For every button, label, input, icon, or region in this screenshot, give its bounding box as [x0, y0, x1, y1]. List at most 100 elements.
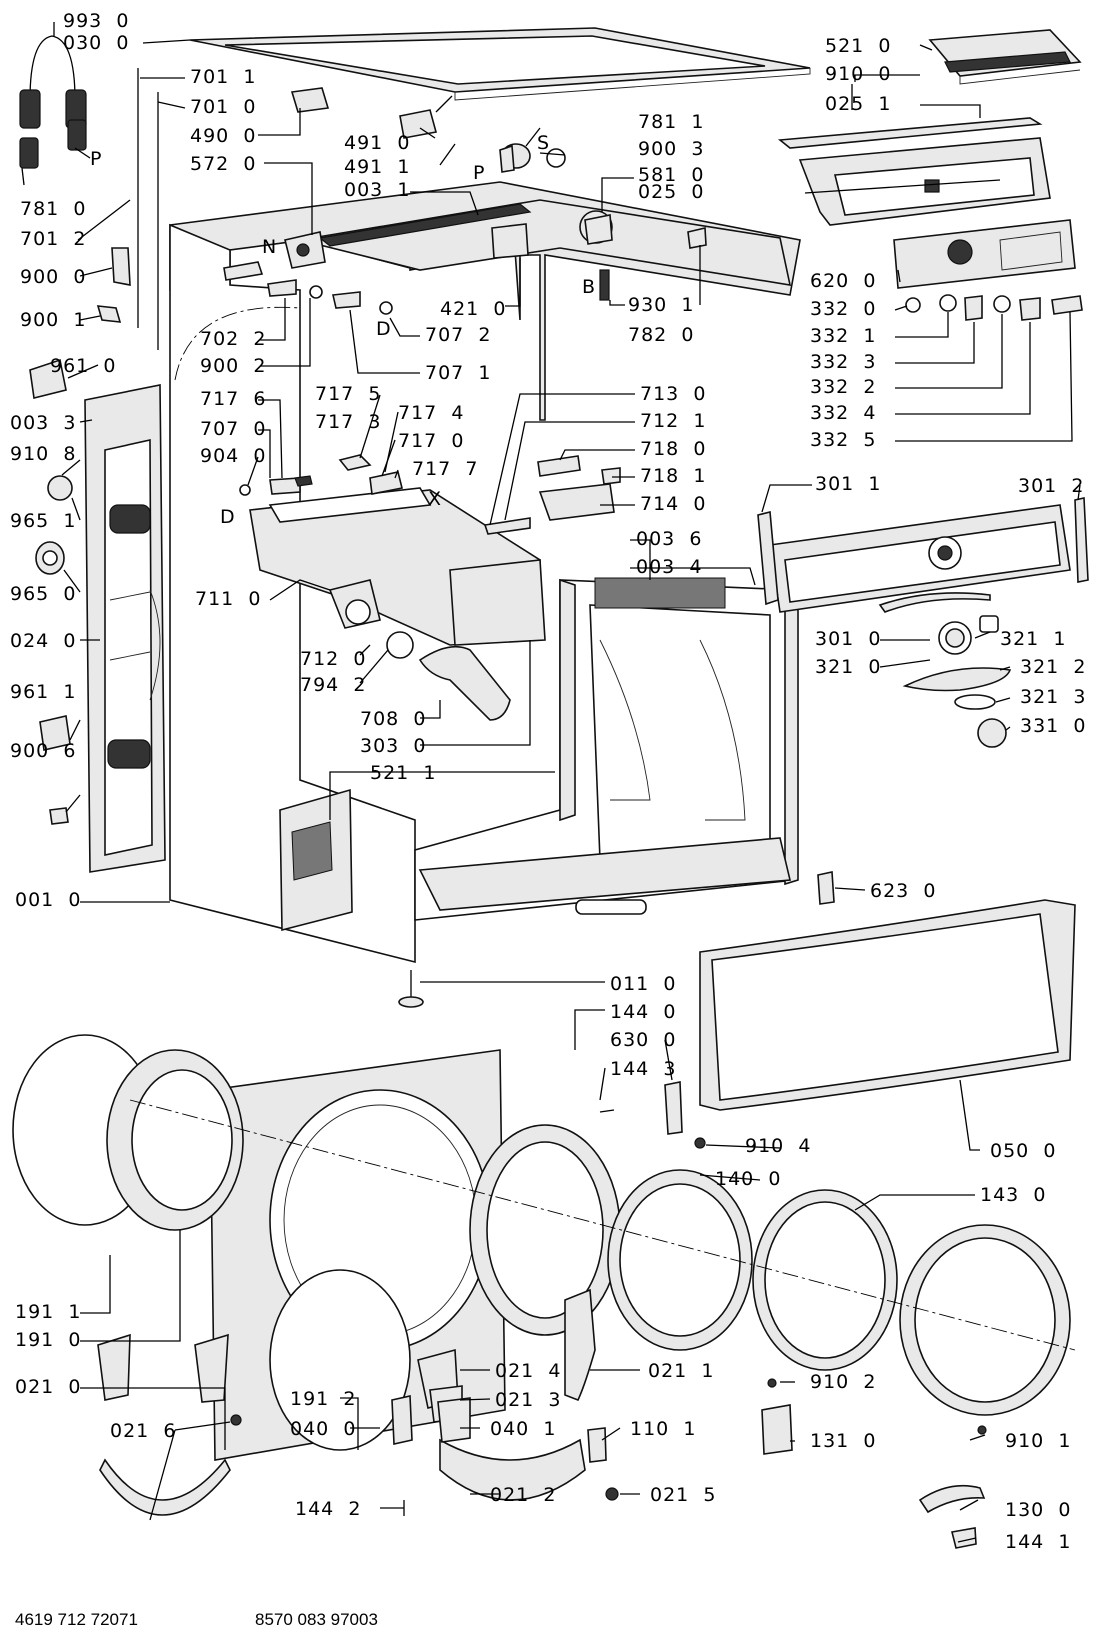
part-label-021-0: 021 0 — [15, 1376, 82, 1398]
part-label-712-1: 712 1 — [640, 410, 707, 432]
part-label-900-0: 900 0 — [20, 266, 87, 288]
part-label-021-2: 021 2 — [490, 1484, 557, 1506]
part-label-714-0: 714 0 — [640, 493, 707, 515]
part-label-332-5: 332 5 — [810, 429, 877, 451]
part-label-904-0: 904 0 — [200, 445, 267, 467]
part-label-332-3: 332 3 — [810, 351, 877, 373]
mesh-003-6 — [594, 577, 726, 609]
part-label-910-4: 910 4 — [745, 1135, 812, 1157]
part-label-021-6: 021 6 — [110, 1420, 177, 1442]
part-label-040-0: 040 0 — [290, 1418, 357, 1440]
part-label-521-0: 521 0 — [825, 35, 892, 57]
part-label-910-8: 910 8 — [10, 443, 77, 465]
part-label-040-1: 040 1 — [490, 1418, 557, 1440]
board-620 — [893, 219, 1076, 289]
bracket-930 — [687, 227, 707, 249]
part-label-n: N — [262, 236, 278, 258]
part-label-321-0: 321 0 — [815, 656, 882, 678]
part-label-025-1: 025 1 — [825, 93, 892, 115]
part-label-623-0: 623 0 — [870, 880, 937, 902]
pressure-chamber-781 — [499, 143, 566, 173]
part-label-910-0: 910 0 — [825, 63, 892, 85]
part-label-630-0: 630 0 — [610, 1029, 677, 1051]
module-521-1 — [279, 788, 353, 932]
part-label-965-0: 965 0 — [10, 583, 77, 605]
part-label-003-6: 003 6 — [636, 528, 703, 550]
part-label-491-1: 491 1 — [344, 156, 411, 178]
inlet-hose-993 — [19, 35, 87, 169]
part-label-s: S — [537, 132, 551, 154]
hinge-630 — [599, 1081, 706, 1149]
part-label-900-1: 900 1 — [20, 309, 87, 331]
part-label-130-0: 130 0 — [1005, 1499, 1072, 1521]
door-frame-144 — [469, 1124, 621, 1336]
top-lid — [189, 27, 811, 101]
part-label-d-lower: D — [220, 506, 236, 528]
part-label-332-0: 332 0 — [810, 298, 877, 320]
part-label-332-2: 332 2 — [810, 376, 877, 398]
part-label-191-2: 191 2 — [290, 1388, 357, 1410]
part-label-d-upper: D — [376, 318, 392, 340]
part-label-140-0: 140 0 — [715, 1168, 782, 1190]
door-ring-140 — [607, 1169, 753, 1351]
part-label-718-1: 718 1 — [640, 465, 707, 487]
handle-130 — [918, 1425, 987, 1549]
part-label-301-0: 301 0 — [815, 628, 882, 650]
part-label-900-3: 900 3 — [638, 138, 705, 160]
part-label-003-3: 003 3 — [10, 412, 77, 434]
valve-pipes — [223, 261, 393, 315]
rods-701 — [137, 68, 159, 350]
front-control-panel-301 — [757, 497, 1089, 613]
part-label-707-2: 707 2 — [425, 324, 492, 346]
part-label-421-0: 421 0 — [440, 298, 507, 320]
side-small-parts — [29, 358, 73, 825]
part-label-331-0: 331 0 — [1020, 715, 1087, 737]
part-label-144-3: 144 3 — [610, 1058, 677, 1080]
part-label-021-5: 021 5 — [650, 1484, 717, 1506]
part-label-781-0: 781 0 — [20, 198, 87, 220]
part-label-021-4: 021 4 — [495, 1360, 562, 1382]
part-label-965-1: 965 1 — [10, 510, 77, 532]
housing-025-0 — [798, 137, 1051, 226]
part-label-b: B — [582, 276, 597, 298]
part-label-794-2: 794 2 — [300, 674, 367, 696]
part-label-301-1: 301 1 — [815, 473, 882, 495]
part-label-581-0: 581 0 — [638, 164, 705, 186]
part-label-003-4: 003 4 — [636, 556, 703, 578]
part-label-702-2: 702 2 — [200, 328, 267, 350]
siphon-parts-718 — [483, 455, 621, 535]
part-label-521-1: 521 1 — [370, 762, 437, 784]
part-label-717-7: 717 7 — [412, 458, 479, 480]
part-label-717-5: 717 5 — [315, 383, 382, 405]
part-label-025-0: 025 0 — [638, 181, 705, 203]
lock-623 — [817, 871, 835, 905]
part-label-910-2: 910 2 — [810, 1371, 877, 1393]
switch-491 — [399, 95, 453, 139]
part-label-708-0: 708 0 — [360, 708, 427, 730]
part-label-003-1: 003 1 — [344, 179, 411, 201]
part-label-p-left: P — [90, 148, 103, 170]
part-label-030-0: 030 0 — [63, 32, 130, 54]
pressure-switch-581 — [579, 210, 613, 301]
part-label-961-1: 961 1 — [10, 681, 77, 703]
part-label-713-0: 713 0 — [640, 383, 707, 405]
part-label-301-2: 301 2 — [1018, 475, 1085, 497]
part-label-717-0: 717 0 — [398, 430, 465, 452]
part-label-993-0: 993 0 — [63, 10, 130, 32]
part-label-021-3: 021 3 — [495, 1389, 562, 1411]
dispenser-711 — [249, 487, 546, 646]
part-label-191-0: 191 0 — [15, 1329, 82, 1351]
part-label-900-2: 900 2 — [200, 355, 267, 377]
kick-panel-050 — [699, 899, 1076, 1111]
part-label-001-0: 001 0 — [15, 889, 82, 911]
footer-code-right: 8570 083 97003 — [255, 1610, 378, 1629]
part-label-021-1: 021 1 — [648, 1360, 715, 1382]
part-label-321-2: 321 2 — [1020, 656, 1087, 678]
part-label-p-center: P — [473, 162, 486, 184]
buttons-321 — [902, 615, 1012, 748]
bar-025-1 — [777, 117, 1043, 149]
part-label-701-0: 701 0 — [190, 96, 257, 118]
part-label-050-0: 050 0 — [990, 1140, 1057, 1162]
